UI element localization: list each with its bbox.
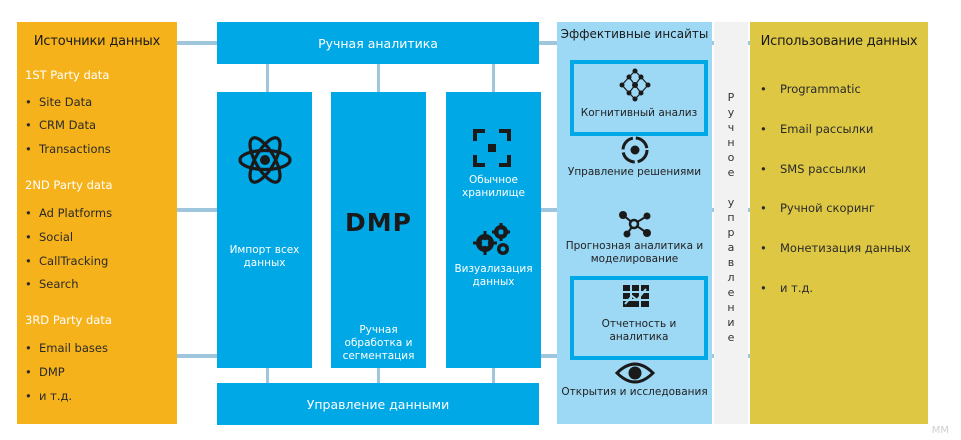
data-sources-panel: Источники данных 1ST Party data •Site Da…: [17, 22, 177, 424]
list-item: •Search: [25, 277, 79, 291]
atom-icon: [238, 136, 292, 184]
cognitive-analysis-box: Когнитивный анализ: [570, 60, 708, 136]
connector: [492, 368, 495, 383]
group-3rd-party: 3RD Party data: [25, 313, 112, 327]
list-item: •SMS рассылки: [760, 162, 867, 176]
connector: [377, 368, 380, 383]
list-item: •DMP: [25, 365, 65, 379]
list-item: •Ad Platforms: [25, 206, 113, 220]
storage-column: Обычное хранилище Визуализация данных: [446, 92, 541, 368]
group-2nd-party: 2ND Party data: [25, 178, 113, 192]
connector: [266, 64, 269, 92]
group-1st-party: 1ST Party data: [25, 68, 110, 82]
connector: [266, 368, 269, 383]
connector: [492, 64, 495, 92]
reporting-box: Отчетность и аналитика: [570, 276, 708, 360]
list-item: •Монетизация данных: [760, 241, 911, 255]
dmp-label: DMP: [345, 208, 412, 237]
focus-frame-icon: [473, 129, 511, 167]
cognitive-analysis-label: Когнитивный анализ: [580, 107, 698, 119]
list-item: •Email рассылки: [760, 122, 874, 136]
visualization-label: Визуализация данных: [454, 263, 533, 288]
connector: [539, 41, 557, 45]
list-item: •Programmatic: [760, 82, 861, 96]
import-column: Импорт всех данных: [217, 92, 312, 368]
insights-title: Эффективные инсайты: [560, 27, 709, 41]
sources-title: Источники данных: [33, 34, 161, 49]
manual-analytics-bar: Ручная аналитика: [217, 22, 539, 64]
connector: [177, 354, 217, 358]
data-management-bar: Управление данными: [217, 383, 539, 425]
usage-title: Использование данных: [760, 34, 918, 49]
dashboard-icon: [623, 285, 649, 307]
list-item: •Email bases: [25, 341, 108, 355]
dmp-caption: Ручная обработка и сегментация: [342, 324, 415, 362]
list-item: •Social: [25, 230, 74, 244]
import-label: Импорт всех данных: [229, 244, 300, 269]
target-icon: [621, 136, 649, 164]
gears-icon: [473, 223, 510, 255]
storage-label: Обычное хранилище: [462, 174, 525, 199]
list-item: •и т.д.: [25, 389, 73, 403]
insights-panel: Эффективные инсайты Когнитивный анализ У…: [557, 22, 712, 424]
connector: [177, 208, 217, 212]
data-usage-panel: Использование данных •Programmatic •Emai…: [750, 22, 928, 424]
list-item: •и т.д.: [760, 281, 814, 295]
list-item: •Transactions: [25, 142, 111, 156]
neural-network-icon: [619, 68, 651, 102]
reporting-label: Отчетность и аналитика: [601, 318, 677, 343]
predictive-analytics-label: Прогнозная аналитика и моделирование: [565, 240, 704, 265]
watermark: MM: [931, 425, 949, 436]
list-item: •Site Data: [25, 95, 93, 109]
dmp-column: DMP Ручная обработка и сегментация: [331, 92, 426, 368]
connector: [177, 41, 217, 45]
list-item: •Ручной скоринг: [760, 201, 875, 215]
list-item: •CallTracking: [25, 254, 109, 268]
connector: [377, 64, 380, 92]
discovery-label: Открытия и исследования: [561, 386, 708, 398]
connector: [539, 208, 557, 212]
eye-icon: [615, 362, 655, 384]
list-item: •CRM Data: [25, 118, 97, 132]
connector: [539, 354, 557, 358]
molecule-icon: [619, 211, 651, 238]
decision-management-label: Управление решениями: [567, 166, 702, 178]
